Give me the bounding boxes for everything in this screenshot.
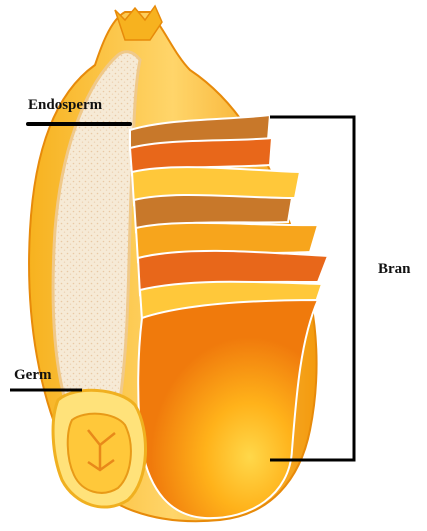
endosperm-label: Endosperm xyxy=(28,98,102,113)
kernel-lower-body xyxy=(138,300,318,518)
germ-region xyxy=(53,390,145,507)
bran-label: Bran xyxy=(378,262,411,277)
bran-layers xyxy=(130,115,328,320)
germ-label: Germ xyxy=(14,368,51,383)
